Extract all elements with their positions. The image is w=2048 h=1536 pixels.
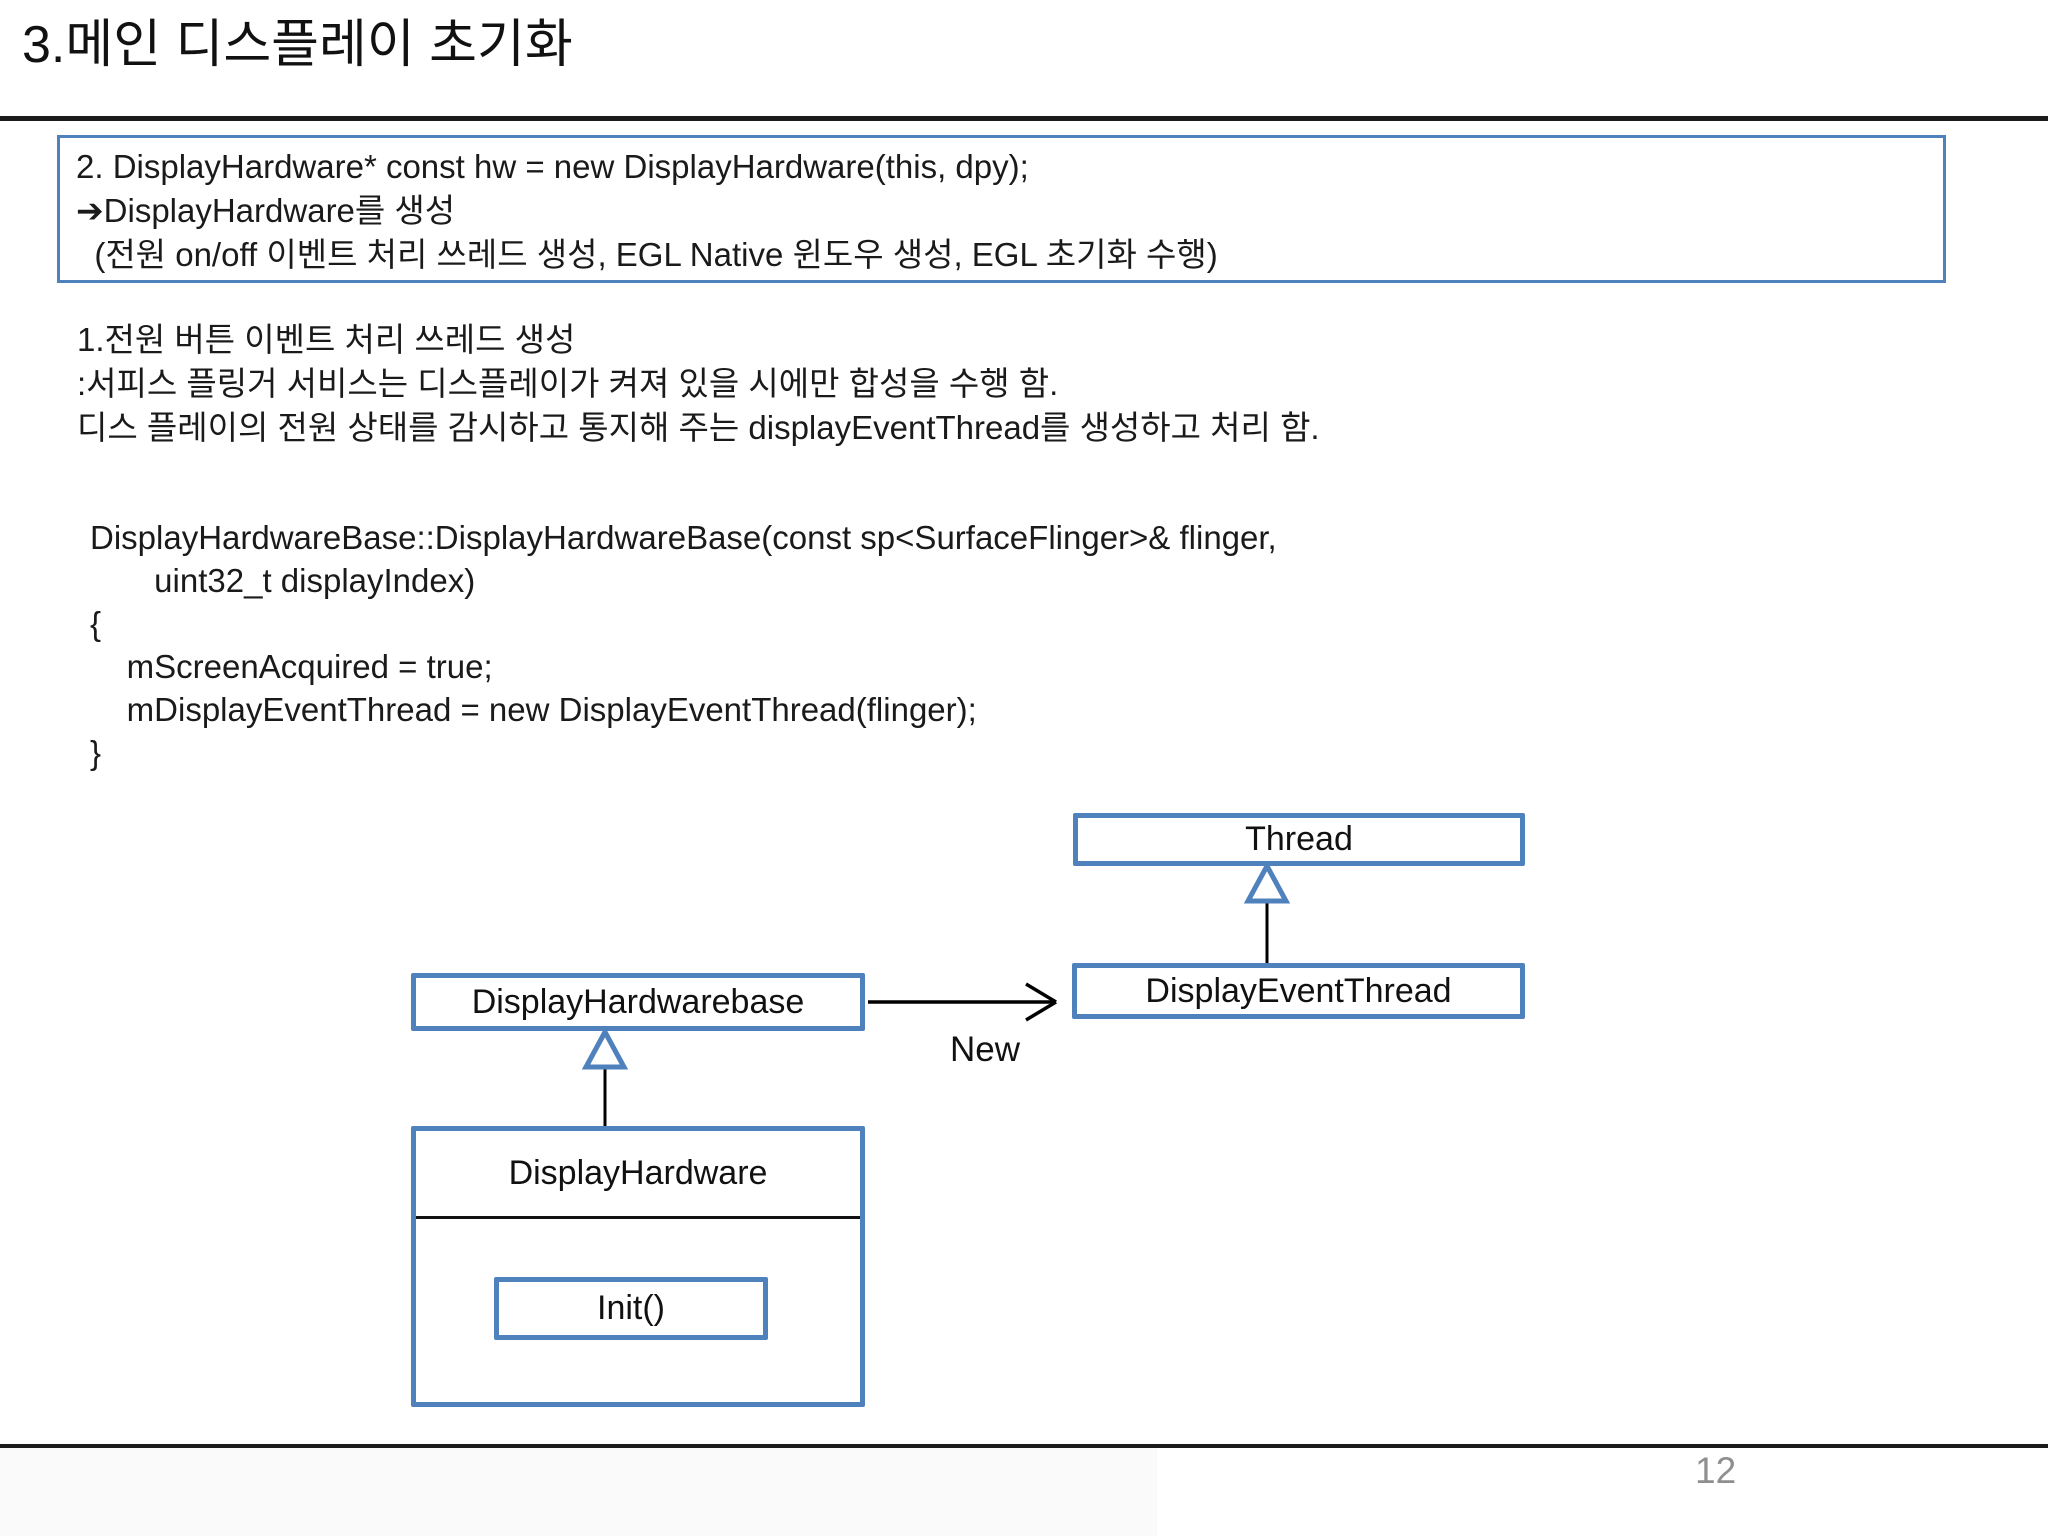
code-line: DisplayHardwareBase::DisplayHardwareBase…	[90, 519, 1277, 556]
code-block: DisplayHardwareBase::DisplayHardwareBase…	[90, 516, 1277, 774]
code-line: {	[90, 605, 102, 642]
uml-class-display-event-thread: DisplayEventThread	[1072, 963, 1525, 1019]
callout-line: 2. DisplayHardware* const hw = new Displ…	[76, 148, 1029, 185]
uml-class-label: DisplayEventThread	[1145, 971, 1452, 1010]
notes-line: 1.전원 버튼 이벤트 처리 쓰레드 생성	[77, 321, 576, 358]
title-divider	[0, 116, 2048, 121]
code-line: mScreenAcquired = true;	[90, 648, 493, 685]
callout-line: (전원 on/off 이벤트 처리 쓰레드 생성, EGL Native 윈도우…	[76, 236, 1218, 273]
page-number: 12	[1695, 1450, 1737, 1491]
code-line: uint32_t displayIndex)	[90, 562, 476, 599]
uml-method-label: Init()	[597, 1289, 665, 1327]
new-arrow-head-icon	[1025, 1000, 1057, 1022]
notes-line: :서피스 플링거 서비스는 디스플레이가 켜져 있을 시에만 합성을 수행 함.	[77, 365, 1059, 402]
bottom-divider	[0, 1444, 2048, 1448]
new-arrow-head-icon	[1025, 982, 1057, 1004]
notes-block: 1.전원 버튼 이벤트 처리 쓰레드 생성 :서피스 플링거 서비스는 디스플레…	[77, 318, 1320, 450]
footer-strip	[0, 1448, 1157, 1536]
callout-line: ➔DisplayHardware를 생성	[76, 192, 456, 229]
uml-compartment-divider	[416, 1216, 860, 1219]
uml-class-label: DisplayHardwarebase	[471, 982, 805, 1021]
callout-box: 2. DisplayHardware* const hw = new Displ…	[57, 135, 1946, 283]
slide-title: 3.메인 디스플레이 초기화	[22, 16, 573, 74]
uml-class-display-hardware-base: DisplayHardwarebase	[411, 973, 865, 1031]
inheritance-triangle-icon	[1243, 860, 1291, 904]
uml-class-label: Thread	[1245, 820, 1353, 858]
code-line: mDisplayEventThread = new DisplayEventTh…	[90, 691, 977, 728]
new-edge-label: New	[949, 1030, 1021, 1069]
uml-class-label: DisplayHardware	[508, 1154, 768, 1192]
uml-method-init: Init()	[494, 1277, 768, 1340]
uml-class-display-hardware: DisplayHardware	[411, 1126, 865, 1407]
uml-class-thread: Thread	[1073, 813, 1525, 866]
notes-line: 디스 플레이의 전원 상태를 감시하고 통지해 주는 displayEventT…	[77, 409, 1320, 446]
inheritance-triangle-icon	[581, 1026, 629, 1070]
code-line: }	[90, 734, 102, 771]
